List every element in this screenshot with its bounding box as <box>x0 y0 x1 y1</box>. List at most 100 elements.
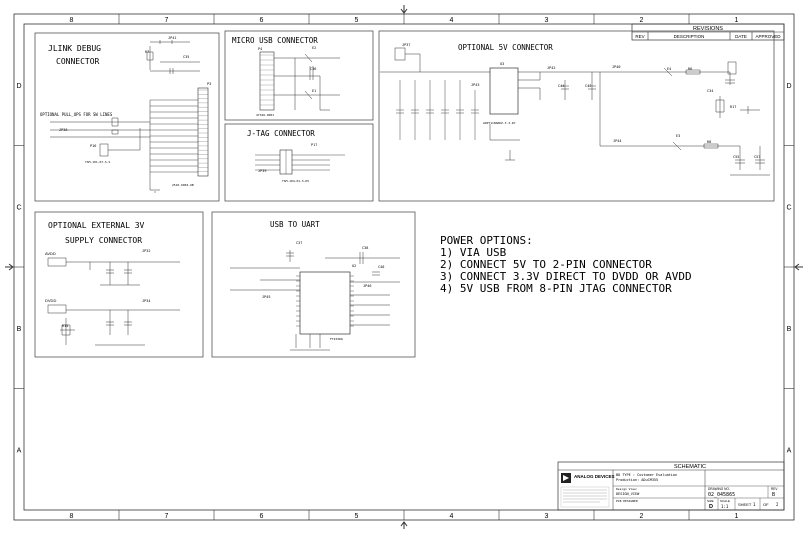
power-option-2: 2) CONNECT 5V TO 2-PIN CONNECTOR <box>440 258 652 271</box>
jp39-label: JP39 <box>258 169 266 173</box>
p16-part: TSM-101-07-S-S <box>85 160 110 164</box>
usb-uart-title: USB TO UART <box>270 220 320 229</box>
scale-label: SCALE <box>720 499 730 503</box>
title-block: SCHEMATIC ANALOG DEVICES BD TYPE : Custo… <box>557 461 785 511</box>
drawing-no-label: DRAWING NO. <box>708 487 730 491</box>
center-arrow-right <box>794 263 803 271</box>
optional-5v-title: OPTIONAL 5V CONNECTOR <box>458 43 553 52</box>
power-option-4: 4) 5V USB FROM 8-PIN JTAG CONNECTOR <box>440 282 672 295</box>
usb-to-uart-section: USB TO UART C37 C38 U2 FT232RQ JP45 C40 … <box>211 211 416 358</box>
p3-label: P3 <box>207 82 211 86</box>
ext3v-title-line2: SUPPLY CONNECTOR <box>65 236 142 245</box>
center-arrow-bottom <box>400 521 408 529</box>
inner-frame <box>23 23 785 511</box>
jp41-label: JP41 <box>168 36 176 40</box>
p17-label: P17 <box>311 143 317 147</box>
jlink-title-line1: JLINK DEBUG <box>48 44 101 53</box>
center-arrow-left <box>5 263 14 271</box>
jlink-title-line2: CONNECTOR <box>56 57 100 66</box>
revisions-header-rev: REV <box>635 34 644 39</box>
micro-usb-section: MICRO USB CONNECTOR P4 47346-0001 E2 E1 … <box>224 30 374 121</box>
jtag-section: J-TAG CONNECTOR P17 JP39 TSM-104-01-S-DV <box>224 123 374 202</box>
u3-part: ADP7118ARDZ-3.3-R7 <box>483 121 516 125</box>
c57-label: C57 <box>754 155 760 159</box>
jp43-label: JP43 <box>471 83 479 87</box>
sheet-value: 1 <box>753 502 756 507</box>
row-label: A <box>17 447 22 454</box>
jp32-label: JP32 <box>142 249 150 253</box>
p16-label: P16 <box>90 144 96 148</box>
optional-5v-section: OPTIONAL 5V CONNECTOR JP37 U3 ADP7118ARD… <box>378 30 775 202</box>
legal-fine-print <box>560 486 610 508</box>
row-label: D <box>16 83 21 90</box>
column-label: 5 <box>355 17 359 24</box>
jp40-label: JP40 <box>612 65 620 69</box>
pullups-note: OPTIONAL PULL_UPS FOR SW LINES <box>40 112 113 117</box>
drawing-no: 02_045865 <box>708 492 735 498</box>
of-value: 2 <box>776 502 779 507</box>
column-label: 6 <box>260 17 264 24</box>
column-label: 8 <box>70 17 74 24</box>
external-3v-section: OPTIONAL EXTERNAL 3V SUPPLY CONNECTOR AV… <box>34 211 204 358</box>
jtag-title: J-TAG CONNECTOR <box>247 129 315 138</box>
column-label: 2 <box>640 17 644 24</box>
frame-ticks <box>14 14 794 520</box>
row-label: D <box>786 83 791 90</box>
e2-label: E2 <box>312 46 316 50</box>
p4-label: P4 <box>258 47 262 51</box>
tb-designer-label: PCB DESIGNER <box>616 499 638 503</box>
power-options-note: POWER OPTIONS: 1) VIA USB 2) CONNECT 5V … <box>440 234 692 295</box>
column-label: 6 <box>260 513 264 520</box>
e1-label: E1 <box>312 89 316 93</box>
rev-label: REV <box>771 487 778 491</box>
analog-devices-logo: ANALOG DEVICES <box>561 473 615 483</box>
r6-label: R6 <box>688 67 692 71</box>
column-label: 1 <box>735 513 739 520</box>
column-label: 7 <box>165 17 169 24</box>
c35-label: C35 <box>183 55 189 59</box>
size-label: SIZE <box>707 499 714 503</box>
tb-line-3: Design View: <box>616 487 638 491</box>
revisions-header-approved: APPROVED <box>755 34 781 39</box>
column-label: 4 <box>450 17 454 24</box>
title-block-header: SCHEMATIC <box>674 464 706 470</box>
jp37-label: JP37 <box>402 43 410 47</box>
tb-line-4: DESIGN_VIEW <box>616 492 640 496</box>
revisions-header-date: DATE <box>735 34 747 39</box>
column-label: 4 <box>450 513 454 520</box>
p4-part: 47346-0001 <box>256 113 274 117</box>
power-option-3: 3) CONNECT 3.3V DIRECT TO DVDD OR AVDD <box>440 270 692 283</box>
column-label: 1 <box>735 17 739 24</box>
row-label: B <box>787 326 792 333</box>
revisions-table: REVISIONS REV DESCRIPTION DATE APPROVED <box>631 23 785 41</box>
u2-label: U2 <box>352 264 356 268</box>
scale-value: 1:1 <box>721 504 729 509</box>
column-label: 3 <box>545 513 549 520</box>
tb-line-2: Production: ADuCM355 <box>616 478 658 482</box>
column-labels-top: 8 7 6 5 4 3 2 1 <box>70 17 739 24</box>
micro-usb-title: MICRO USB CONNECTOR <box>232 36 318 45</box>
power-option-1: 1) VIA USB <box>440 246 507 259</box>
u3-label: U3 <box>500 62 504 66</box>
column-label: 3 <box>545 17 549 24</box>
revisions-title: REVISIONS <box>693 26 723 32</box>
power-options-title: POWER OPTIONS: <box>440 234 533 247</box>
row-label: B <box>17 326 22 333</box>
jp42-label: JP42 <box>547 66 555 70</box>
c55-label: C55 <box>733 155 739 159</box>
c37-label: C37 <box>296 241 302 245</box>
rev-value: B <box>772 492 775 498</box>
ext3v-title-line1: OPTIONAL EXTERNAL 3V <box>48 221 145 230</box>
p17-part: TSM-104-01-S-DV <box>282 179 309 183</box>
dvdd-label: DVDD <box>45 298 56 303</box>
of-label: OF <box>763 502 769 507</box>
sheet-label: SHEET <box>738 502 752 507</box>
e4-label: E4 <box>667 67 671 71</box>
tb-line-1: BD TYPE : Customer Evaluation <box>616 473 677 477</box>
row-label: C <box>16 204 21 211</box>
outer-frame <box>13 13 795 521</box>
column-label: 5 <box>355 513 359 520</box>
